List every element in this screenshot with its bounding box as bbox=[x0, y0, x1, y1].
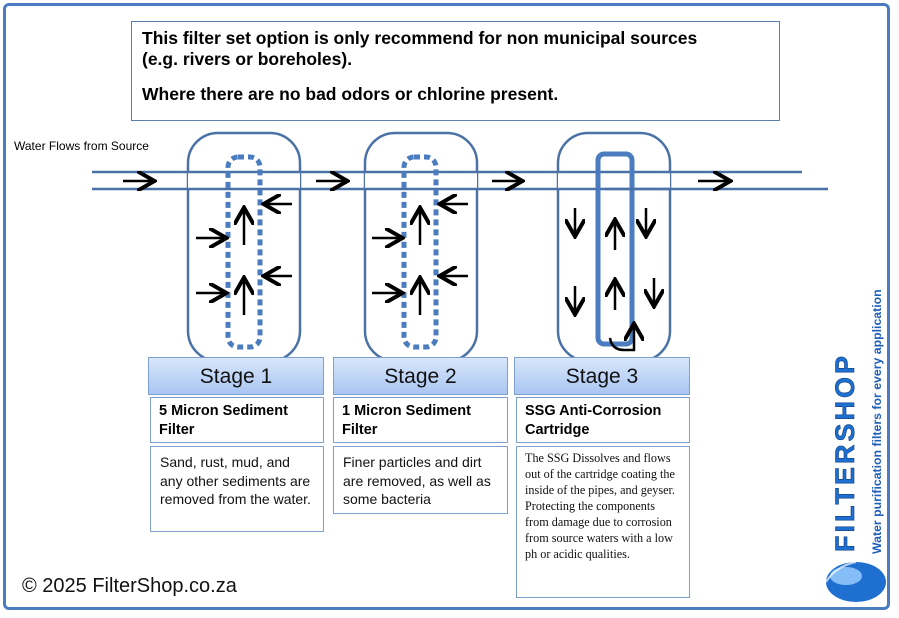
stage-2-description: Finer particles and dirt are removed, as… bbox=[333, 446, 508, 514]
stage-2-title: 1 Micron Sediment Filter bbox=[333, 397, 508, 443]
flow-arrows-stage-2 bbox=[372, 204, 468, 315]
notice-box: This filter set option is only recommend… bbox=[131, 21, 780, 121]
flow-arrows-stage-3 bbox=[575, 208, 654, 352]
notice-line-2: (e.g. rivers or boreholes). bbox=[142, 49, 353, 69]
flow-arrows-stage-1 bbox=[196, 204, 292, 315]
stage-1-header: Stage 1 bbox=[148, 357, 324, 395]
stage-1-title: 5 Micron Sediment Filter bbox=[150, 397, 324, 443]
stage-3-description: The SSG Dissolves and flows out of the c… bbox=[516, 446, 690, 598]
flow-source-label: Water Flows from Source bbox=[14, 139, 149, 153]
stage-3-header: Stage 3 bbox=[514, 357, 690, 395]
filter-housing-2 bbox=[363, 131, 479, 363]
stage-2-header: Stage 2 bbox=[333, 357, 508, 395]
brand-name: FILTERSHOP bbox=[830, 353, 860, 552]
outer-frame bbox=[3, 3, 890, 610]
notice-line-1: This filter set option is only recommend… bbox=[142, 28, 698, 48]
brand-tagline: Water purification filters for every app… bbox=[870, 289, 884, 554]
filter-housing-1 bbox=[186, 131, 302, 363]
notice-line-3: Where there are no bad odors or chlorine… bbox=[142, 84, 559, 104]
brand-tagline-text: Water purification filters for every app… bbox=[870, 289, 884, 554]
brand-logo: FILTERSHOP bbox=[830, 270, 860, 560]
copyright-text: © 2025 FilterShop.co.za bbox=[22, 575, 237, 597]
stage-3-title: SSG Anti-Corrosion Cartridge bbox=[516, 397, 690, 443]
droplet-logo-icon bbox=[825, 561, 886, 602]
stage-1-description: Sand, rust, mud, and any other sediments… bbox=[150, 446, 324, 532]
